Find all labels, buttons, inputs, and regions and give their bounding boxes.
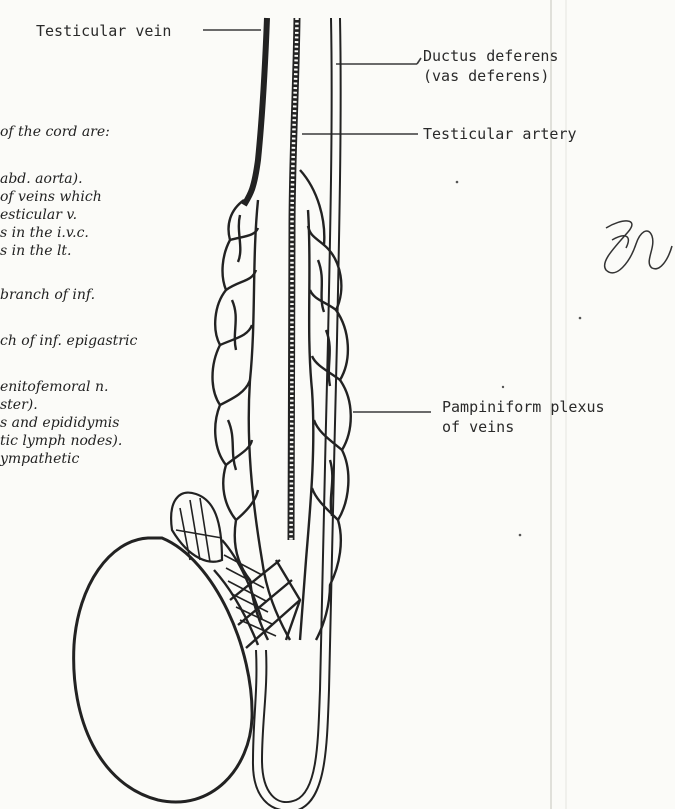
testicular-artery [291, 18, 297, 540]
note-line: s in the lt. [0, 242, 72, 260]
note-line: esticular v. [0, 206, 77, 224]
speck [502, 386, 504, 388]
note-line: branch of inf. [0, 286, 95, 304]
note-line: of veins which [0, 188, 102, 206]
speck [579, 317, 582, 320]
note-line: ch of inf. epigastric [0, 332, 137, 350]
note-line: of the cord are: [0, 123, 110, 141]
label-testicular-artery: Testicular artery [423, 125, 577, 143]
leader-lines [203, 30, 431, 412]
label-pampiniform-veins: of veins [442, 418, 514, 436]
note-line: s and epididymis [0, 414, 119, 432]
note-line: s in the i.v.c. [0, 224, 89, 242]
label-testicular-vein: Testicular vein [36, 22, 171, 40]
label-ductus-deferens: Ductus deferens [423, 47, 558, 65]
note-line: ster). [0, 396, 38, 414]
speck [456, 181, 459, 184]
note-line: ympathetic [0, 450, 79, 468]
label-vas-deferens: (vas deferens) [423, 67, 549, 85]
note-line: tic lymph nodes). [0, 432, 122, 450]
label-pampiniform-plexus: Pampiniform plexus [442, 398, 605, 416]
speck [519, 534, 522, 537]
testicular-vein [244, 18, 267, 205]
testis [74, 538, 252, 802]
note-line: abd. aorta). [0, 170, 83, 188]
margin-signature-mark [605, 221, 672, 273]
note-line: enitofemoral n. [0, 378, 108, 396]
